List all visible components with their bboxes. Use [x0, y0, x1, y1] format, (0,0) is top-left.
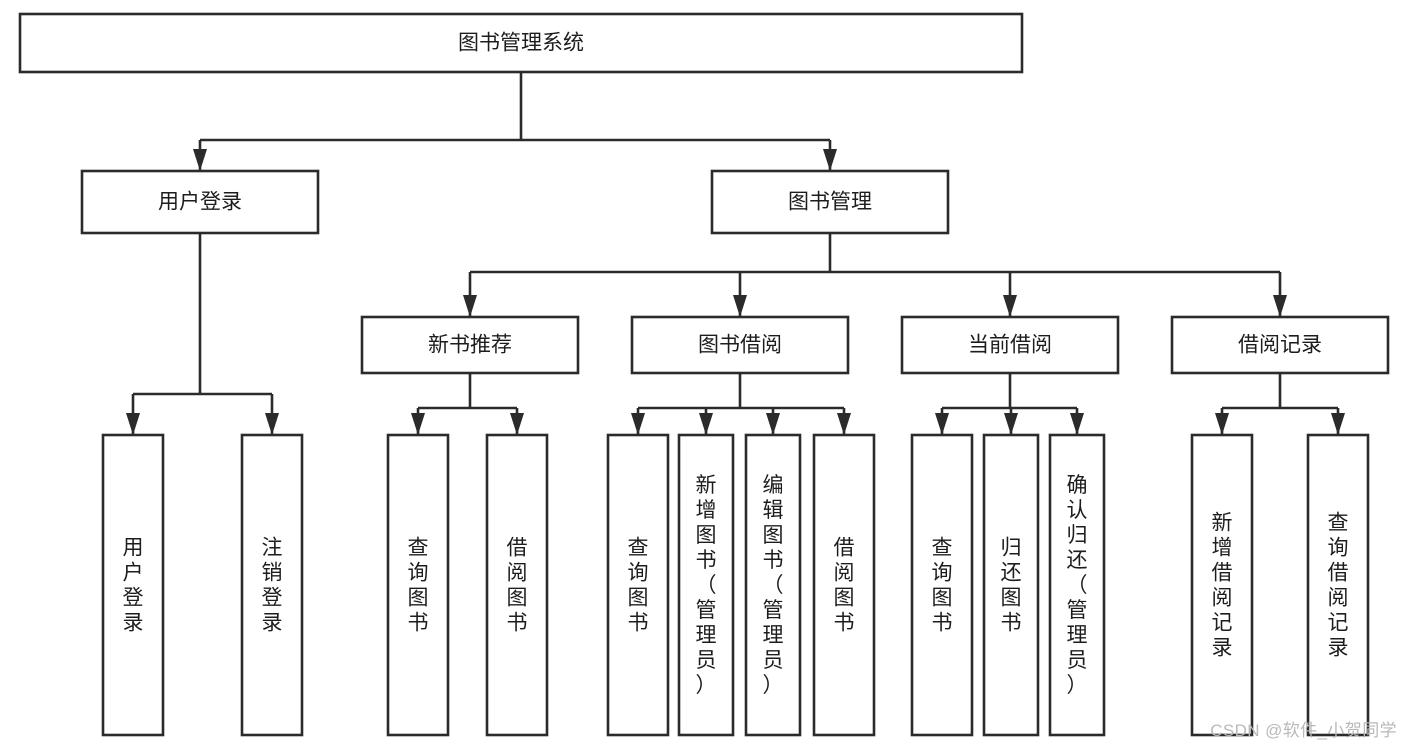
arrow-head-icon — [1273, 295, 1287, 317]
csdn-watermark: CSDN @软件_小贺同学 — [1210, 721, 1397, 740]
node-label: 查询图书 — [628, 537, 649, 635]
node-layer: 图书管理系统用户登录图书管理新书推荐图书借阅当前借阅借阅记录用户登录注销登录查询… — [18, 12, 1390, 737]
arrow-head-icon — [837, 413, 851, 435]
connector-layer — [126, 72, 1345, 435]
node-book-borrow[interactable]: 图书借阅 — [630, 315, 850, 375]
arrow-head-icon — [766, 413, 780, 435]
node-label: 编辑图书（管理员） — [763, 474, 784, 697]
node-current-borrow[interactable]: 当前借阅 — [900, 315, 1120, 375]
node-root-root[interactable]: 图书管理系统 — [18, 12, 1024, 74]
arrow-head-icon — [1331, 413, 1345, 435]
node-leaf-user-logout[interactable]: 注销登录 — [240, 433, 304, 737]
node-leaf-confirm-return-admin[interactable]: 确认归还（管理员） — [1048, 433, 1106, 737]
node-leaf-return-book[interactable]: 归还图书 — [982, 433, 1040, 737]
node-label: 图书管理系统 — [458, 32, 584, 55]
node-borrow-record[interactable]: 借阅记录 — [1170, 315, 1390, 375]
node-label: 归还图书 — [1001, 537, 1022, 635]
node-label: 借阅记录 — [1238, 334, 1322, 357]
node-leaf-query-book-borrow[interactable]: 查询图书 — [606, 433, 670, 737]
arrow-head-icon — [463, 295, 477, 317]
arrow-head-icon — [1215, 413, 1229, 435]
node-leaf-borrow-book[interactable]: 借阅图书 — [812, 433, 876, 737]
arrow-head-icon — [1004, 413, 1018, 435]
node-user-login[interactable]: 用户登录 — [80, 169, 320, 235]
arrow-head-icon — [193, 149, 207, 171]
node-leaf-add-book-admin[interactable]: 新增图书（管理员） — [677, 433, 735, 737]
node-leaf-edit-book-admin[interactable]: 编辑图书（管理员） — [744, 433, 802, 737]
node-label: 查询借阅记录 — [1328, 512, 1349, 660]
node-label: 确认归还（管理员） — [1067, 474, 1088, 697]
node-book-management[interactable]: 图书管理 — [710, 169, 950, 235]
node-leaf-query-book-rec[interactable]: 查询图书 — [386, 433, 450, 737]
node-label: 用户登录 — [158, 191, 242, 214]
node-leaf-add-borrow-record[interactable]: 新增借阅记录 — [1190, 433, 1254, 737]
arrow-head-icon — [699, 413, 713, 435]
node-leaf-query-book-current[interactable]: 查询图书 — [910, 433, 974, 737]
arrow-head-icon — [935, 413, 949, 435]
arrow-head-icon — [411, 413, 425, 435]
node-label: 当前借阅 — [968, 334, 1052, 357]
node-label: 借阅图书 — [507, 537, 528, 635]
arrow-head-icon — [510, 413, 524, 435]
arrow-head-icon — [733, 295, 747, 317]
node-leaf-user-login[interactable]: 用户登录 — [101, 433, 165, 737]
node-label: 新增借阅记录 — [1212, 512, 1233, 660]
arrow-head-icon — [823, 149, 837, 171]
arrow-head-icon — [126, 413, 140, 435]
node-label: 注销登录 — [262, 537, 283, 635]
node-label: 查询图书 — [932, 537, 953, 635]
node-new-book-recommend[interactable]: 新书推荐 — [360, 315, 580, 375]
node-label: 借阅图书 — [834, 537, 855, 635]
node-label: 新书推荐 — [428, 334, 512, 357]
node-label: 图书管理 — [788, 191, 872, 214]
node-label: 图书借阅 — [698, 334, 782, 357]
arrow-head-icon — [1003, 295, 1017, 317]
arrow-head-icon — [631, 413, 645, 435]
node-label: 查询图书 — [408, 537, 429, 635]
arrow-head-icon — [265, 413, 279, 435]
node-leaf-borrow-book-rec[interactable]: 借阅图书 — [485, 433, 549, 737]
node-leaf-query-borrow-record[interactable]: 查询借阅记录 — [1306, 433, 1370, 737]
node-label: 新增图书（管理员） — [696, 474, 717, 697]
node-label: 用户登录 — [123, 537, 144, 635]
arrow-head-icon — [1070, 413, 1084, 435]
